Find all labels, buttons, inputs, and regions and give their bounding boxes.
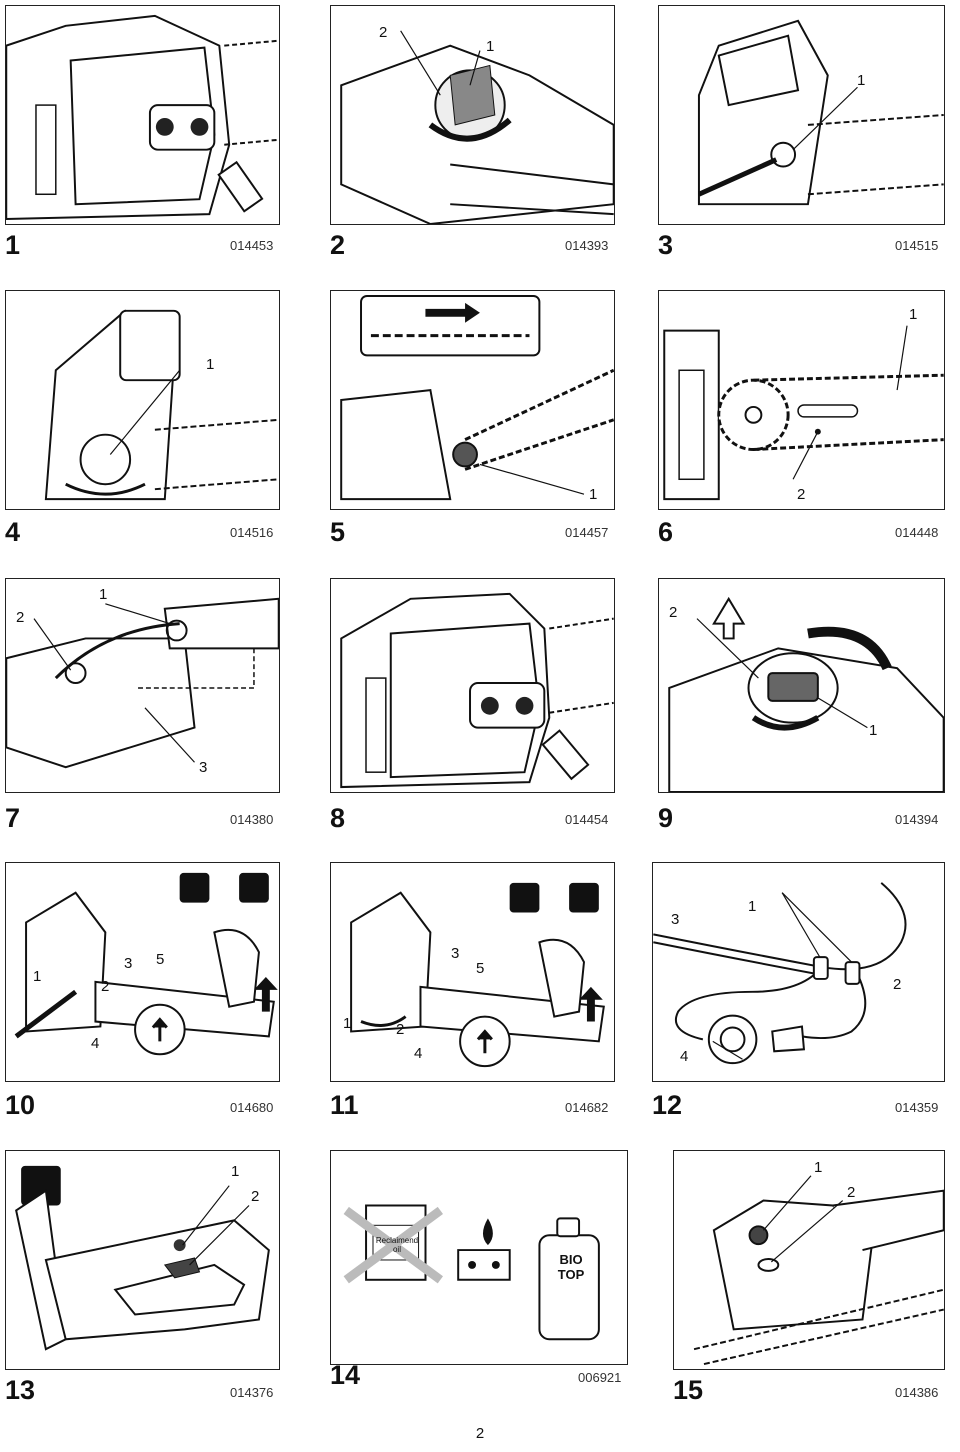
figure-8-number: 8	[330, 803, 346, 833]
figure-12-callout-4: 4	[680, 1048, 689, 1065]
figure-10-callout-3: 3	[124, 955, 133, 972]
figure-13-callout-2: 2	[251, 1188, 260, 1205]
figure-7-callout-2: 2	[16, 609, 25, 626]
figure-2-illustration: 2 1	[330, 5, 615, 225]
figure-11-callout-4: 4	[414, 1045, 423, 1062]
figure-15-callout-2: 2	[847, 1184, 856, 1201]
figure-10-code: 014680	[230, 1100, 274, 1115]
figure-10-number: 10	[5, 1090, 36, 1120]
figure-4-illustration: 1	[5, 290, 280, 510]
figure-6-number: 6	[658, 517, 674, 547]
figure-12-code: 014359	[895, 1100, 939, 1115]
figure-7-illustration: 1 2 3	[5, 578, 280, 793]
figure-15-illustration: 1 2	[673, 1150, 945, 1370]
figure-15-code: 014386	[895, 1385, 939, 1400]
figure-6-callout-2: 2	[797, 486, 806, 503]
figure-10-illustration: 1 3 5 2 4	[5, 862, 280, 1082]
figure-15-number: 15	[673, 1375, 704, 1405]
figure-2-callout-2: 2	[379, 24, 388, 41]
figure-6-callout-1: 1	[909, 306, 918, 323]
figure-12-callout-3: 3	[671, 911, 680, 928]
figure-2-number: 2	[330, 230, 346, 260]
figure-13-number: 13	[5, 1375, 36, 1405]
figure-12-callout-1: 1	[748, 898, 757, 915]
figure-2-code: 014393	[565, 238, 609, 253]
figure-1-illustration	[5, 5, 280, 225]
figure-14-illustration: Reclaimend oil BIO TOP	[330, 1150, 628, 1365]
figure-5-callout-1: 1	[589, 486, 598, 503]
figure-13-code: 014376	[230, 1385, 274, 1400]
bottle-label-top: TOP	[557, 1267, 585, 1282]
figure-10-callout-1: 1	[33, 968, 42, 985]
figure-7-number: 7	[5, 803, 21, 833]
figure-9-callout-2: 2	[669, 604, 678, 621]
figure-13-callout-1: 1	[231, 1163, 240, 1180]
figure-9-number: 9	[658, 803, 674, 833]
figure-15-callout-1: 1	[814, 1159, 823, 1176]
figure-6-code: 014448	[895, 525, 939, 540]
figure-2-callout-1: 1	[486, 38, 495, 55]
figure-12-callout-2: 2	[893, 976, 902, 993]
figure-12-illustration: 3 1 2 4	[652, 862, 945, 1082]
figure-9-code: 014394	[895, 812, 939, 827]
figure-1-code: 014453	[230, 238, 274, 253]
figure-8-illustration	[330, 578, 615, 793]
figure-4-code: 014516	[230, 525, 274, 540]
figure-11-callout-3: 3	[451, 945, 460, 962]
figure-9-illustration: 2 1	[658, 578, 945, 793]
figure-11-callout-5: 5	[476, 960, 485, 977]
figure-8-code: 014454	[565, 812, 609, 827]
figure-7-callout-3: 3	[199, 759, 208, 776]
figure-11-code: 014682	[565, 1100, 609, 1115]
figure-9-callout-1: 1	[869, 722, 878, 739]
figure-11-callout-2: 2	[396, 1021, 405, 1038]
figure-11-illustration: 3 5 1 2 4	[330, 862, 615, 1082]
figure-3-illustration: 1	[658, 5, 945, 225]
figure-3-code: 014515	[895, 238, 939, 253]
figure-10-callout-2: 2	[101, 978, 110, 995]
figure-5-code: 014457	[565, 525, 609, 540]
figure-14-code: 006921	[578, 1370, 622, 1385]
figure-11-callout-1: 1	[343, 1015, 352, 1032]
figure-10-callout-4: 4	[91, 1035, 100, 1052]
figure-3-number: 3	[658, 230, 674, 260]
figure-10-callout-5: 5	[156, 951, 165, 968]
figure-7-code: 014380	[230, 812, 274, 827]
figure-7-callout-1: 1	[99, 586, 108, 603]
bottle-label-bio: BIO	[559, 1252, 583, 1267]
reclaimed-oil-label: Reclaimend oil	[375, 1236, 419, 1254]
figure-1-number: 1	[5, 230, 21, 260]
figure-5-illustration: 1	[330, 290, 615, 510]
figure-11-number: 11	[330, 1090, 359, 1120]
figure-13-illustration: 1 2	[5, 1150, 280, 1370]
figure-3-callout-1: 1	[857, 72, 866, 89]
figure-14-number: 14	[330, 1360, 361, 1390]
figure-12-number: 12	[652, 1090, 683, 1120]
figure-6-illustration: 1 2	[658, 290, 945, 510]
figure-4-callout-1: 1	[206, 356, 215, 373]
figure-4-number: 4	[5, 517, 21, 547]
figure-5-number: 5	[330, 517, 346, 547]
page-number: 2	[475, 1425, 485, 1442]
